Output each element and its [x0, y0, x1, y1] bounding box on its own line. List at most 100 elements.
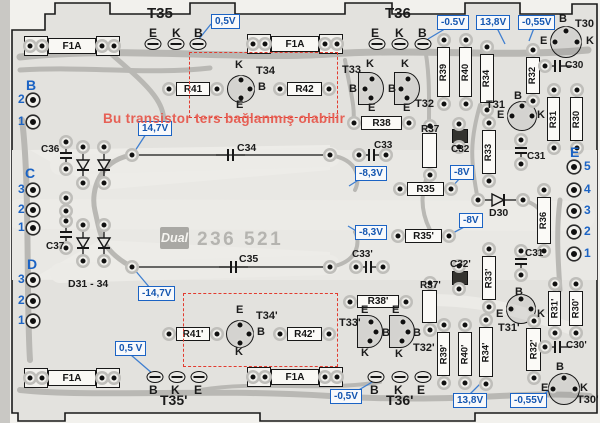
pin-pad: [572, 37, 582, 47]
label-1: 1: [18, 114, 25, 128]
label-c: C: [25, 165, 36, 181]
handwritten-note: Bu transistor ters bağlanmış olabilir: [103, 111, 346, 126]
connector-pad: [568, 248, 580, 260]
solder-pad: [395, 184, 405, 194]
solder-pad: [37, 373, 47, 383]
terminal-slot: [192, 43, 204, 45]
fuse-label: F1A: [48, 38, 96, 54]
terminal-pad: [391, 38, 409, 50]
solder-pad: [540, 342, 550, 352]
solder-pad: [25, 41, 35, 51]
solder-pad: [454, 119, 464, 129]
solder-pad: [325, 262, 335, 272]
resistor-label: R32: [527, 66, 539, 85]
part-number: 236 521: [197, 229, 284, 250]
resistor-r42: R42: [287, 82, 322, 96]
resistor-r34: R34': [479, 327, 493, 377]
solder-pad: [351, 262, 361, 272]
pin-pad: [360, 84, 370, 93]
solder-pad: [109, 41, 119, 51]
solder-pad: [164, 84, 174, 94]
solder-pad: [539, 185, 549, 195]
solder-pad: [61, 216, 71, 226]
solder-pad: [61, 243, 71, 253]
pin-pad: [403, 327, 413, 336]
voltage-label-0-55v: -0,55V: [510, 393, 548, 408]
resistor-r40: R40: [459, 47, 472, 97]
label-1: 1: [584, 246, 591, 260]
resistor-label: R31': [549, 298, 560, 319]
solder-pad: [99, 256, 109, 266]
solder-pad: [78, 256, 88, 266]
resistor-r30: R30': [569, 291, 583, 326]
solder-pad: [571, 279, 581, 289]
solder-pad: [528, 45, 538, 55]
resistor-r30: R30: [570, 97, 583, 141]
connector-pad: [27, 204, 39, 216]
pin-pad: [570, 384, 580, 394]
label-b: B: [382, 327, 390, 339]
voltage-label-13-8v: 13,8V: [453, 393, 488, 408]
terminal-pad: [167, 38, 185, 50]
resistor-label: R34': [480, 342, 492, 362]
label-t33: T33': [339, 317, 361, 329]
solder-pad: [454, 142, 464, 152]
label-3: 3: [584, 203, 591, 217]
pin-pad: [235, 338, 245, 348]
label-t32: T32': [413, 342, 435, 354]
solder-pad: [97, 373, 107, 383]
solder-pad: [529, 316, 538, 326]
resistor-r38: R38': [357, 295, 399, 308]
capacitor-C32p: [452, 271, 468, 285]
label-e: E: [541, 382, 549, 394]
terminal-pad: [190, 371, 208, 383]
terminal-slot: [394, 376, 406, 378]
resistor-label: R32': [528, 339, 539, 360]
resistor-label: R40: [460, 63, 471, 81]
solder-pad: [78, 178, 88, 188]
label-t34: T34': [256, 310, 278, 322]
connector-pad: [27, 184, 39, 196]
voltage-label-0-5-v: 0,5 V: [115, 341, 147, 356]
solder-pad: [99, 142, 109, 152]
connector-pad: [568, 226, 580, 238]
terminal-slot: [170, 43, 182, 45]
pin-pad: [245, 84, 255, 94]
connector-pad: [27, 94, 39, 106]
fuse-clip: [319, 367, 343, 387]
resistor-label: R40': [459, 344, 471, 364]
pin-pad: [398, 317, 408, 327]
label-k: K: [537, 308, 545, 320]
pin-pad: [550, 37, 560, 47]
solder-pad: [549, 85, 558, 95]
label-k: K: [537, 109, 545, 121]
solder-pad: [354, 150, 364, 160]
terminal-pad: [414, 38, 432, 50]
connector-pad: [568, 184, 580, 196]
label-b: B: [149, 383, 158, 397]
fuse-clip: [96, 368, 120, 388]
solder-pad: [381, 150, 391, 160]
resistor-label: R36: [538, 211, 550, 230]
diode-icon: [75, 159, 91, 172]
voltage-label-0-5v: -0,5V: [330, 389, 362, 404]
fuse-clip: [24, 368, 48, 388]
label-k: K: [395, 26, 404, 40]
resistor-r32: R32: [526, 57, 540, 94]
solder-pad: [37, 41, 47, 51]
label-t36: T36': [386, 392, 414, 408]
resistor-label: R33: [483, 143, 495, 161]
connector-pad: [27, 274, 39, 286]
solder-pad: [332, 372, 342, 382]
pin-pad: [516, 294, 526, 304]
terminal-pad: [368, 38, 386, 50]
label-b: B: [418, 26, 427, 40]
terminal-pad: [391, 371, 409, 383]
pin-pad: [397, 336, 407, 346]
solder-pad: [248, 39, 258, 49]
label-e: E: [149, 26, 158, 40]
resistor-r38: R38: [361, 116, 402, 130]
solder-pad: [439, 378, 448, 388]
label-k: K: [586, 35, 594, 47]
terminal-slot: [370, 376, 382, 378]
